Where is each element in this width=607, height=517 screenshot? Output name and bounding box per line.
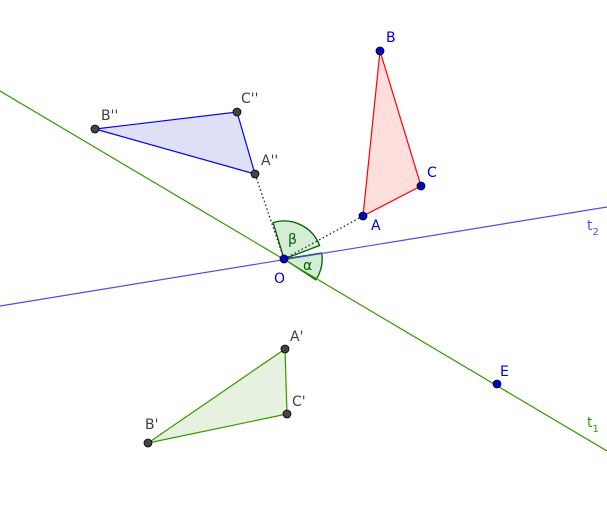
label-a: A (371, 218, 381, 234)
label-c: C (427, 165, 437, 181)
point-a2[interactable] (250, 169, 260, 179)
label-b1: B' (145, 417, 158, 433)
line-t2[interactable] (0, 206, 607, 307)
triangle-abc[interactable] (362, 50, 422, 218)
line-t1[interactable] (0, 90, 607, 452)
point-c1[interactable] (282, 409, 292, 419)
point-b1[interactable] (143, 438, 153, 448)
label-c2: C'' (241, 91, 258, 107)
point-b[interactable] (375, 46, 385, 56)
point-e[interactable] (492, 379, 502, 389)
label-a1: A' (290, 329, 303, 345)
point-a1[interactable] (280, 344, 290, 354)
label-t1: t1 (587, 415, 599, 435)
label-b: B (386, 30, 396, 46)
label-b2: B'' (101, 108, 118, 124)
label-t1-sub: 1 (593, 424, 599, 435)
point-a[interactable] (358, 211, 368, 221)
triangle-a1b1c1[interactable] (147, 347, 288, 444)
label-beta: β (288, 232, 297, 248)
point-c2[interactable] (232, 107, 242, 117)
point-b2[interactable] (90, 124, 100, 134)
label-t2-sub: 2 (593, 227, 599, 238)
triangle-a2b2c2[interactable] (94, 111, 256, 175)
label-e: E (500, 364, 509, 380)
label-t1-name: t (587, 415, 593, 431)
label-o: O (274, 271, 285, 287)
angle-beta-arc (272, 220, 321, 260)
dotted-segment-o-a (283, 215, 364, 260)
point-c[interactable] (416, 181, 426, 191)
point-o[interactable] (279, 254, 289, 264)
label-c1: C' (292, 394, 306, 410)
dotted-segment-o-a2 (254, 173, 285, 260)
label-t2: t2 (587, 218, 599, 238)
label-alpha: α (303, 258, 312, 274)
label-t2-name: t (587, 218, 593, 234)
label-a2: A'' (261, 153, 278, 169)
